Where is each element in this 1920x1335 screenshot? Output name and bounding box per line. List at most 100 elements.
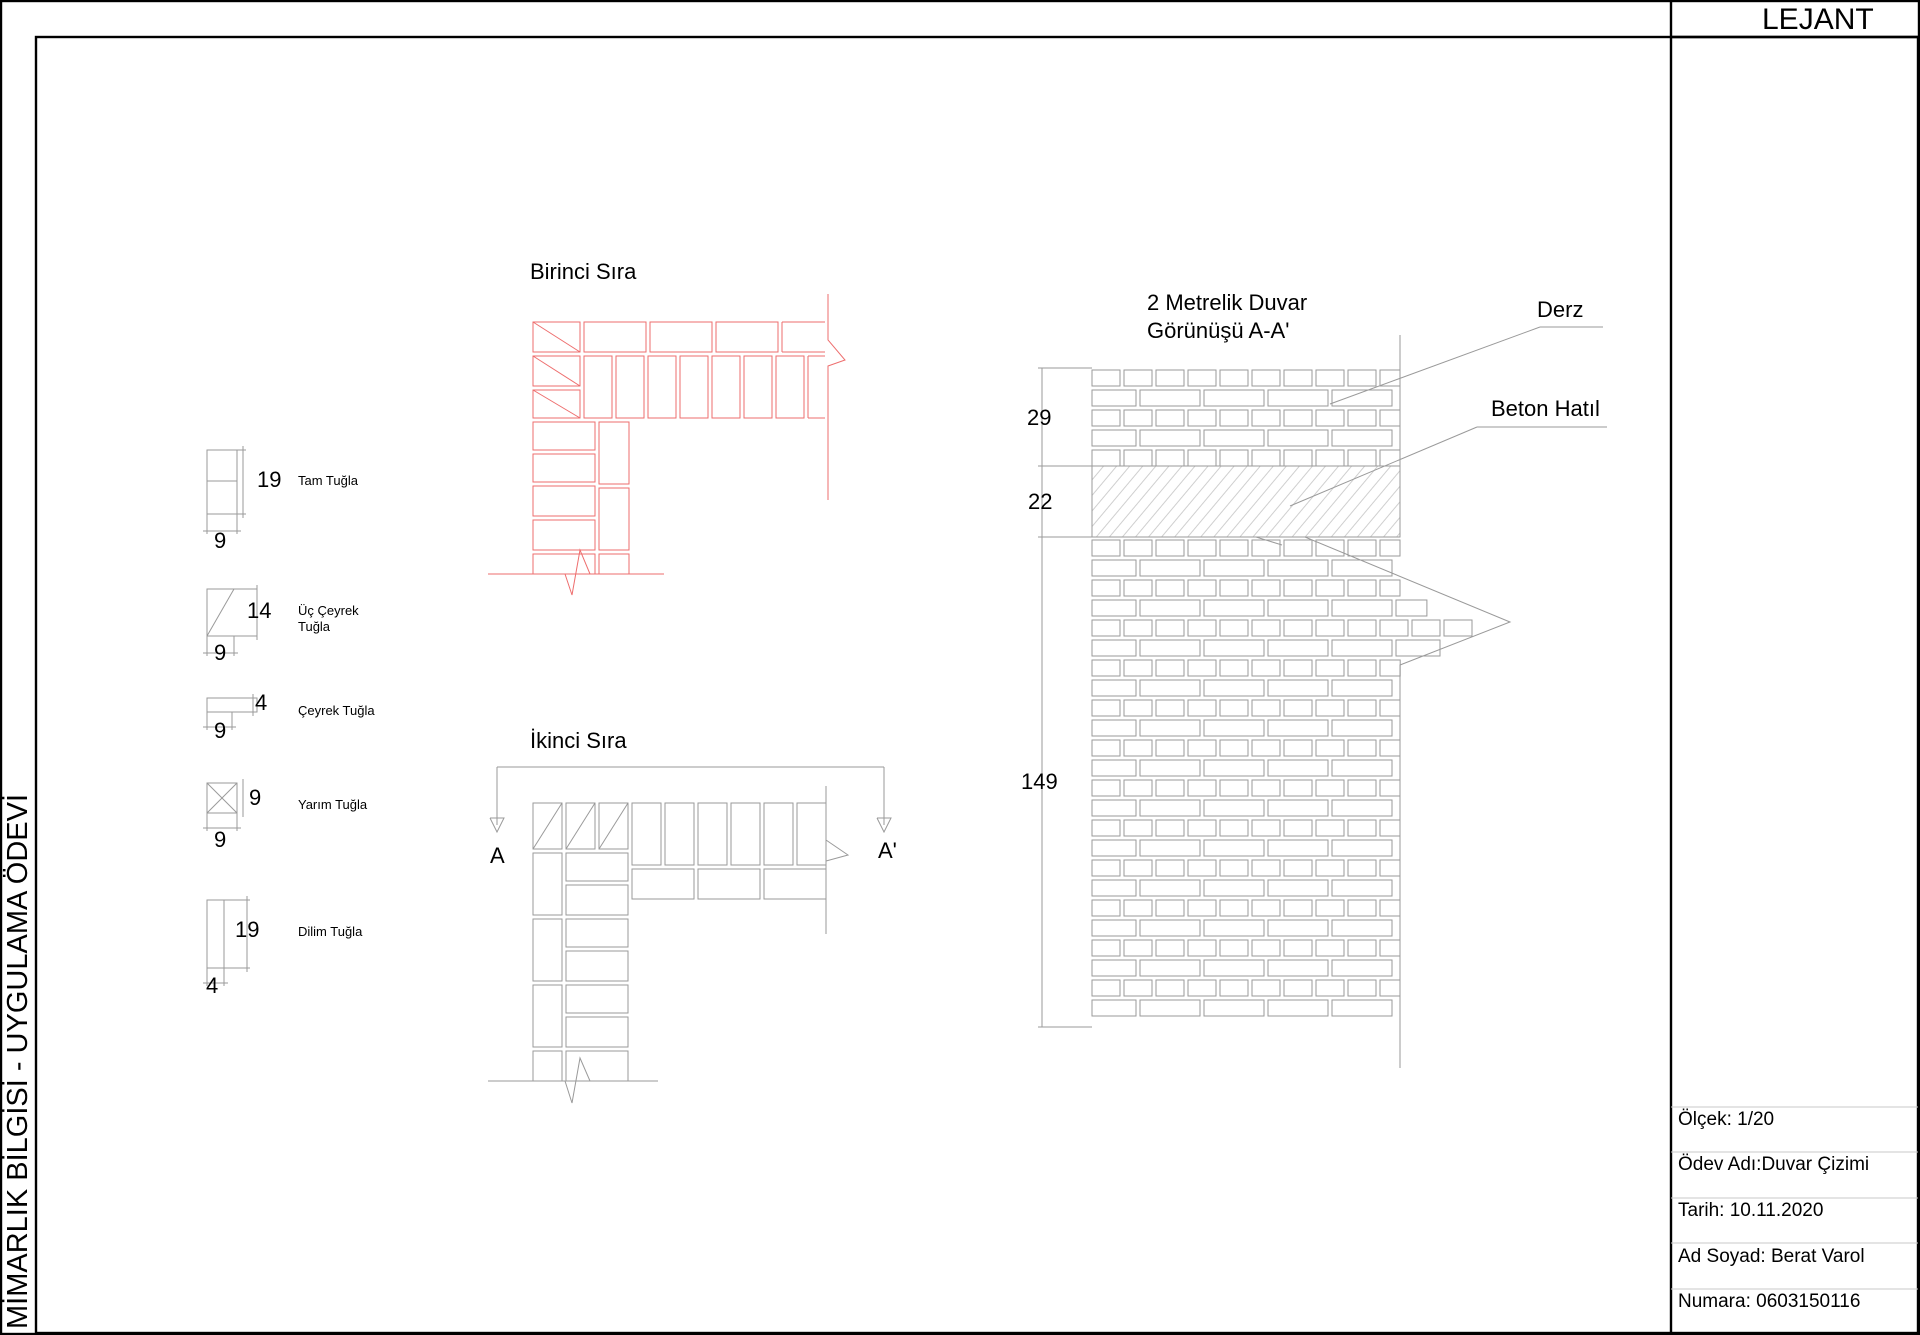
elevation-brick (1379, 819, 1401, 837)
full-brick-label: Tam Tuğla (298, 473, 358, 488)
elevation-brick (1283, 939, 1313, 957)
elevation-brick (1123, 699, 1153, 717)
elevation-brick (1203, 679, 1265, 697)
elevation-brick (1155, 449, 1185, 467)
elevation-brick (1267, 959, 1329, 977)
elevation-brick (1187, 579, 1217, 597)
elevation-brick (1187, 699, 1217, 717)
elevation-brick (1283, 369, 1313, 387)
elevation-brick (1155, 859, 1185, 877)
elevation-brick (1283, 779, 1313, 797)
elevation-brick (1187, 939, 1217, 957)
elevation-brick (1219, 449, 1249, 467)
legend-title: LEJANT (1762, 3, 1874, 36)
elevation-brick (1091, 919, 1137, 937)
elevation-brick (1251, 699, 1281, 717)
elevation-brick (1315, 939, 1345, 957)
elevation-brick (1091, 369, 1121, 387)
slice-brick-dim-width: 4 (206, 973, 219, 998)
elevation-brick (1347, 899, 1377, 917)
elevation-brick (1187, 859, 1217, 877)
elevation-brick (1283, 819, 1313, 837)
elevation-brick (1187, 779, 1217, 797)
elevation-brick (1347, 539, 1377, 557)
elevation-brick (1315, 779, 1345, 797)
elevation-brick (1379, 699, 1401, 717)
elevation-brick (1091, 799, 1137, 817)
elevation-brick (1139, 999, 1201, 1017)
elevation-brick (1251, 449, 1281, 467)
elevation-brick (1155, 409, 1185, 427)
elevation-brick (1251, 779, 1281, 797)
elevation-brick (1203, 839, 1265, 857)
half-brick-dim-width: 9 (214, 827, 227, 852)
elevation-brick (1091, 959, 1137, 977)
elevation-brick (1251, 619, 1281, 637)
elevation-brick (1315, 699, 1345, 717)
slice-brick-label: Dilim Tuğla (298, 924, 363, 939)
elevation-brick (1443, 619, 1473, 637)
elevation-brick (1267, 839, 1329, 857)
elevation-brick (1331, 559, 1393, 577)
elevation-brick (1267, 679, 1329, 697)
elevation-brick (1091, 429, 1137, 447)
three-quarter-brick-dim-length: 14 (247, 598, 272, 623)
elevation-brick (1219, 939, 1249, 957)
elevation-brick (1347, 369, 1377, 387)
elevation-brick (1331, 389, 1393, 407)
elevation-brick (1347, 739, 1377, 757)
elevation-brick (1267, 919, 1329, 937)
elevation-brick (1331, 429, 1393, 447)
elevation-brick (1123, 939, 1153, 957)
elevation-brick (1123, 979, 1153, 997)
elevation-brick (1379, 979, 1401, 997)
elevation-brick (1379, 369, 1401, 387)
elevation-brick (1155, 579, 1185, 597)
elevation-brick (1315, 979, 1345, 997)
elevation-brick (1251, 939, 1281, 957)
elevation-title-line2: Görünüşü A-A' (1147, 318, 1290, 343)
elevation-brick (1331, 759, 1393, 777)
elevation-brick (1219, 659, 1249, 677)
elevation-brick (1251, 899, 1281, 917)
elevation-brick (1091, 739, 1121, 757)
elevation-brick (1283, 899, 1313, 917)
first-row-title: Birinci Sıra (530, 259, 637, 284)
elevation-brick (1219, 579, 1249, 597)
elevation-brick (1283, 539, 1313, 557)
elevation-brick (1331, 879, 1393, 897)
concrete-beam-label: Beton Hatıl (1491, 396, 1600, 421)
elevation-brick (1347, 939, 1377, 957)
elevation-brick (1251, 409, 1281, 427)
elevation-brick (1267, 559, 1329, 577)
elevation-brick (1283, 659, 1313, 677)
elevation-brick (1379, 409, 1401, 427)
elevation-brick (1251, 979, 1281, 997)
elevation-brick (1283, 409, 1313, 427)
elevation-brick (1123, 409, 1153, 427)
elevation-brick (1267, 999, 1329, 1017)
elevation-brick (1091, 599, 1137, 617)
elevation-brick (1091, 679, 1137, 697)
elevation-brick (1267, 429, 1329, 447)
elevation-brick (1315, 619, 1345, 637)
elevation-brick (1347, 659, 1377, 677)
elevation-brick (1155, 819, 1185, 837)
elevation-brick (1283, 739, 1313, 757)
three-quarter-brick-dim-width: 9 (214, 640, 227, 665)
elevation-brick (1091, 539, 1121, 557)
elevation-brick (1347, 699, 1377, 717)
elevation-brick (1155, 619, 1185, 637)
elevation-brick (1283, 979, 1313, 997)
second-row-title: İkinci Sıra (530, 728, 627, 753)
elevation-brick (1219, 819, 1249, 837)
elevation-brick (1091, 699, 1121, 717)
dimension-149: 149 (1021, 769, 1058, 794)
elevation-brick (1139, 429, 1201, 447)
elevation-brick (1331, 639, 1393, 657)
elevation-brick (1203, 759, 1265, 777)
elevation-brick (1091, 979, 1121, 997)
elevation-brick (1331, 999, 1393, 1017)
